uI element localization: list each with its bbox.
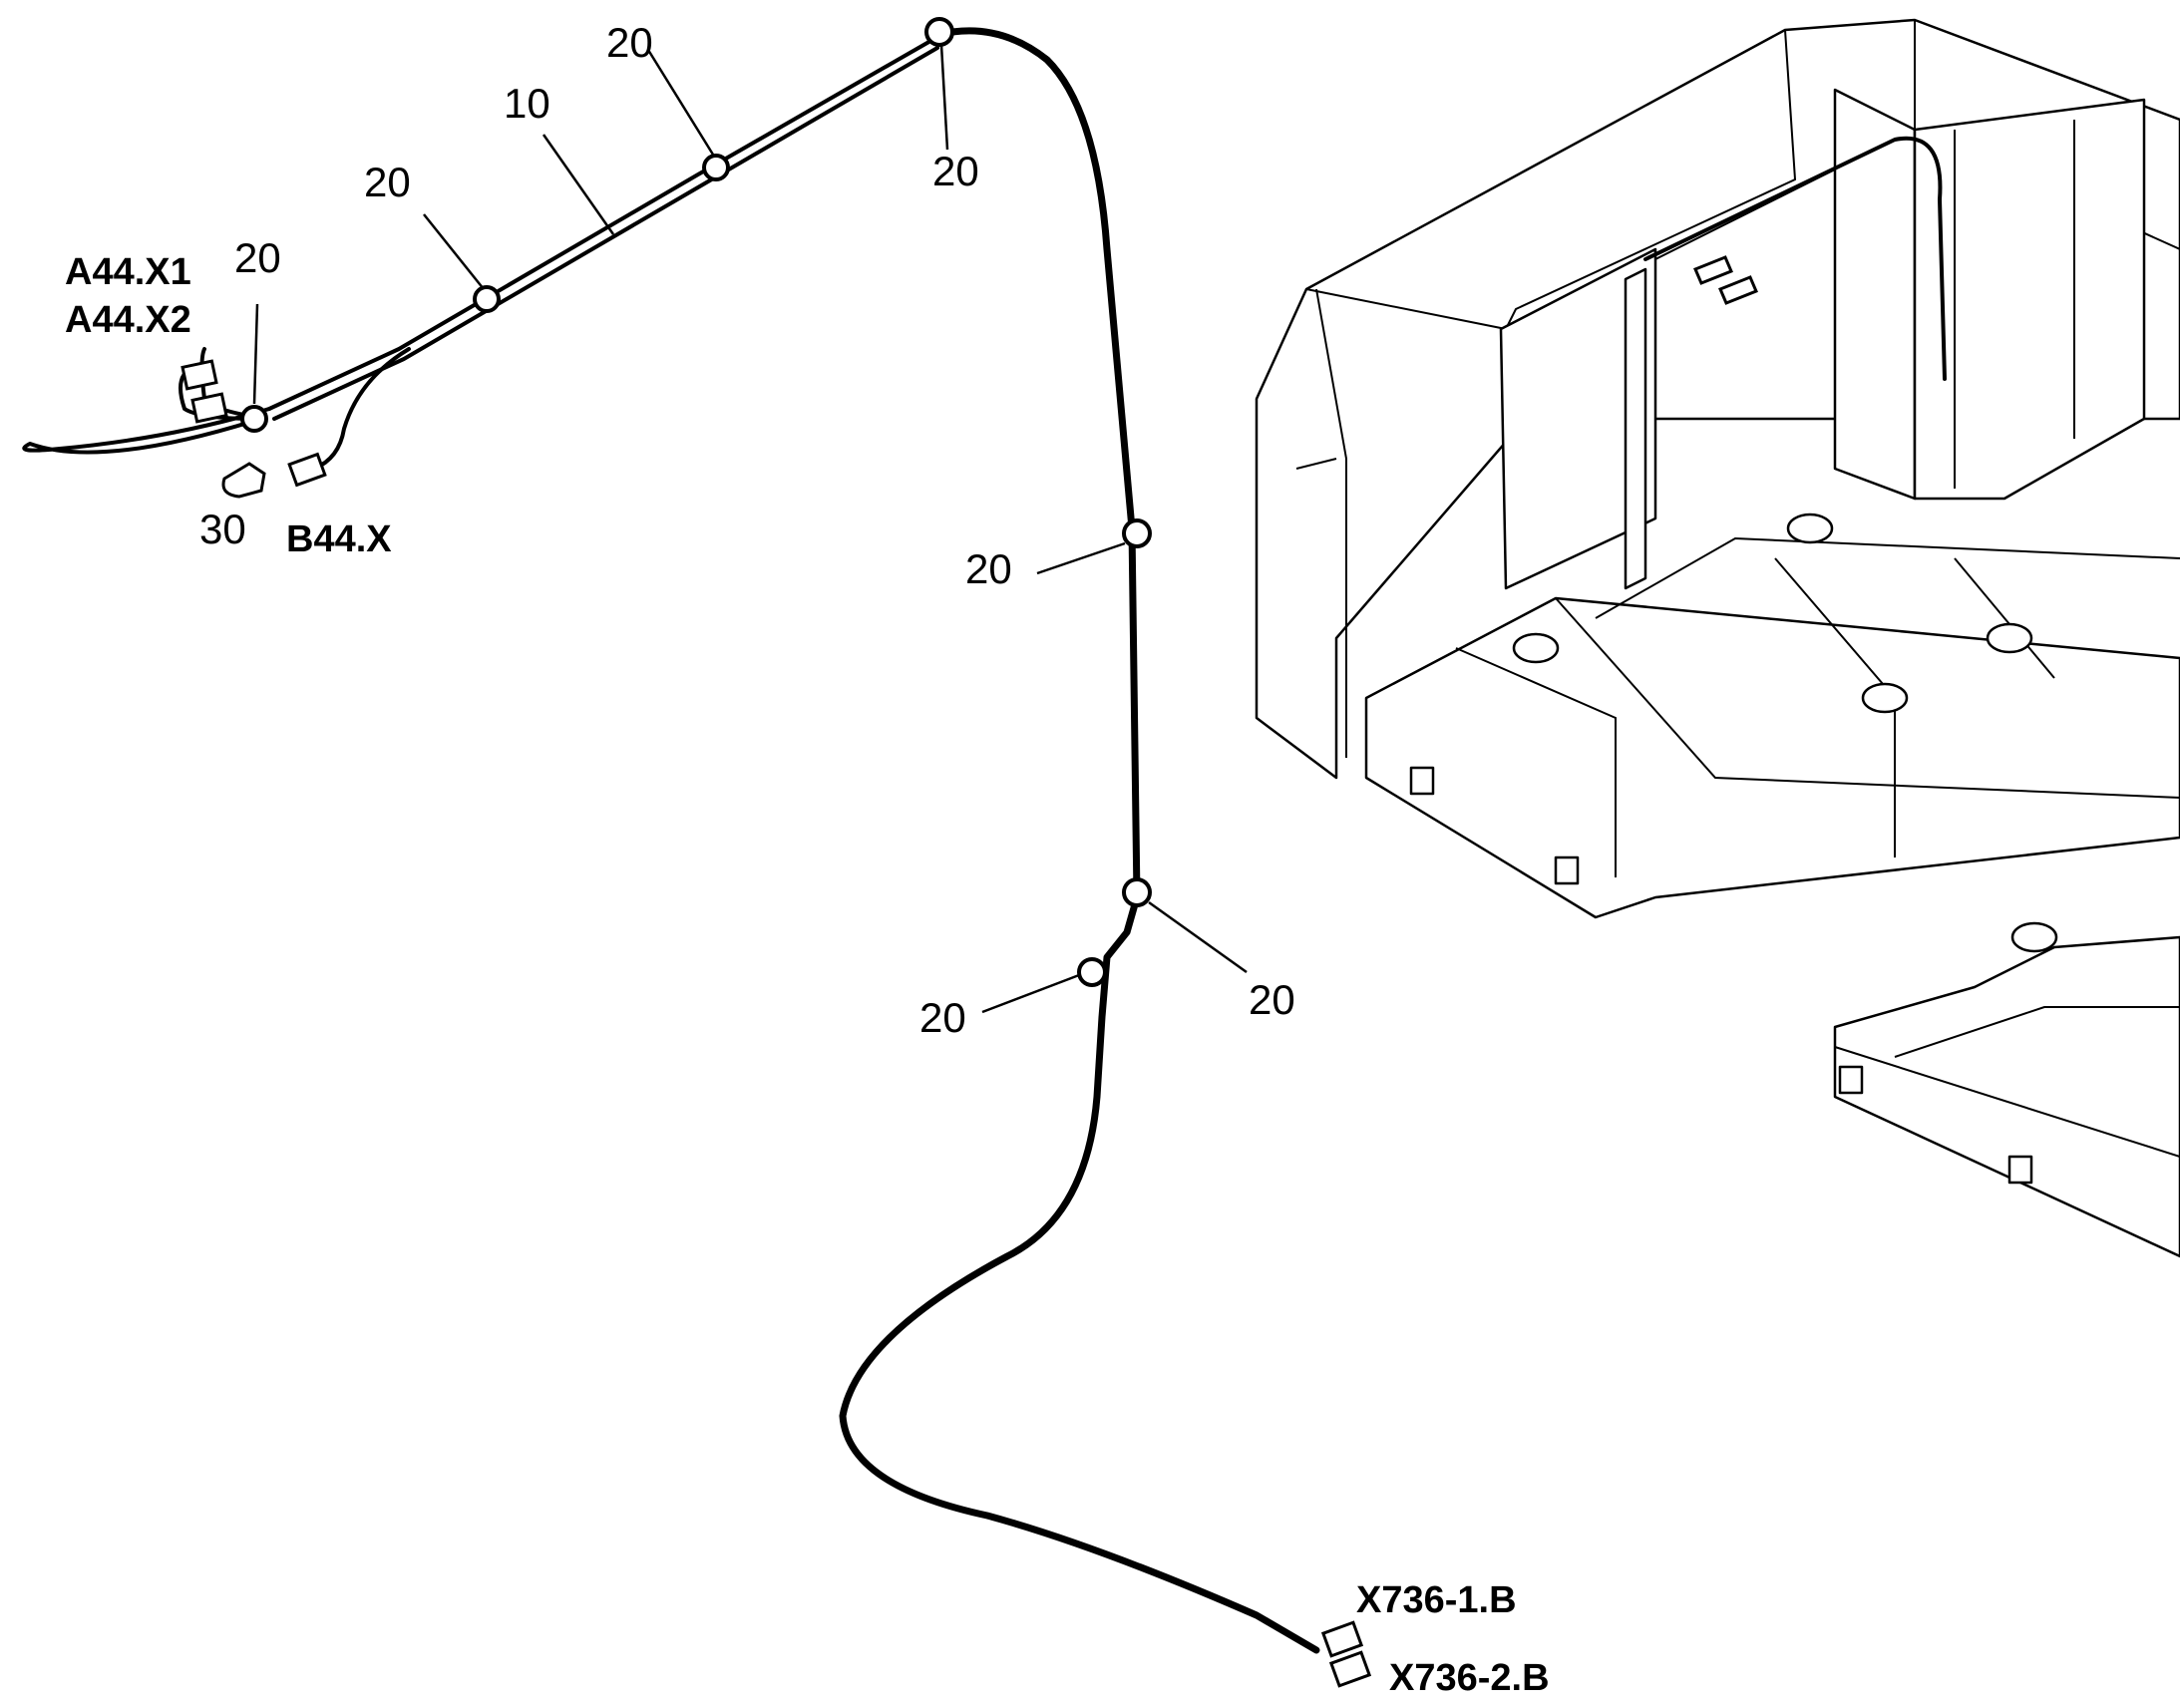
callout-clip-a44: 20 xyxy=(234,234,281,281)
label-x736-2b: X736-2.B xyxy=(1389,1657,1550,1699)
harness-upper-strand-b xyxy=(272,46,939,421)
connector-b44-x xyxy=(287,452,327,488)
clip-a44 xyxy=(240,405,268,433)
connector-x736-2b xyxy=(1328,1650,1372,1688)
base-frame xyxy=(1364,596,2180,919)
callout-clip-upper: 20 xyxy=(364,159,411,205)
label-a44-x2: A44.X2 xyxy=(65,299,191,341)
callout-clip-mid: 20 xyxy=(965,545,1012,592)
callout-clip-top: 20 xyxy=(932,148,979,194)
leader-lines xyxy=(252,44,1248,1014)
label-a44-x1: A44.X1 xyxy=(65,251,191,293)
harness-loop xyxy=(22,407,271,455)
clip-upper-1 xyxy=(473,285,501,313)
harness-main-run xyxy=(839,27,1320,1654)
callout-ground-strap: 30 xyxy=(199,506,246,552)
wiring-harness xyxy=(22,17,1372,1688)
callout-clip-top-left: 20 xyxy=(606,19,653,66)
callout-harness: 10 xyxy=(504,80,550,127)
clip-upper-2 xyxy=(702,154,730,181)
mount-panel xyxy=(1499,247,1657,590)
clip-lower-2 xyxy=(1077,957,1107,987)
callout-labels: 20 10 20 20 20 20 20 20 30 A44.X1 A44.X2… xyxy=(65,19,1550,1699)
clip-mid xyxy=(1122,518,1152,548)
connector-a44-x2 xyxy=(190,392,228,424)
callout-clip-lower-right: 20 xyxy=(1249,976,1295,1023)
machine-frame xyxy=(1255,18,2180,1258)
connector-x736-1b xyxy=(1320,1620,1364,1658)
label-x736-1b: X736-1.B xyxy=(1356,1579,1517,1621)
clip-top xyxy=(924,17,954,47)
side-box xyxy=(1913,98,2146,501)
label-b44-x: B44.X xyxy=(286,518,392,560)
connector-a44-x1 xyxy=(181,359,218,391)
ground-strap-30 xyxy=(221,462,266,499)
lower-frame xyxy=(1833,935,2180,1258)
machine-harness xyxy=(1643,136,1947,381)
clip-lower-1 xyxy=(1122,877,1152,907)
upright-post xyxy=(1624,267,1647,590)
callout-clip-lower-left: 20 xyxy=(919,994,966,1041)
harness-upper-strand-a xyxy=(267,38,934,411)
